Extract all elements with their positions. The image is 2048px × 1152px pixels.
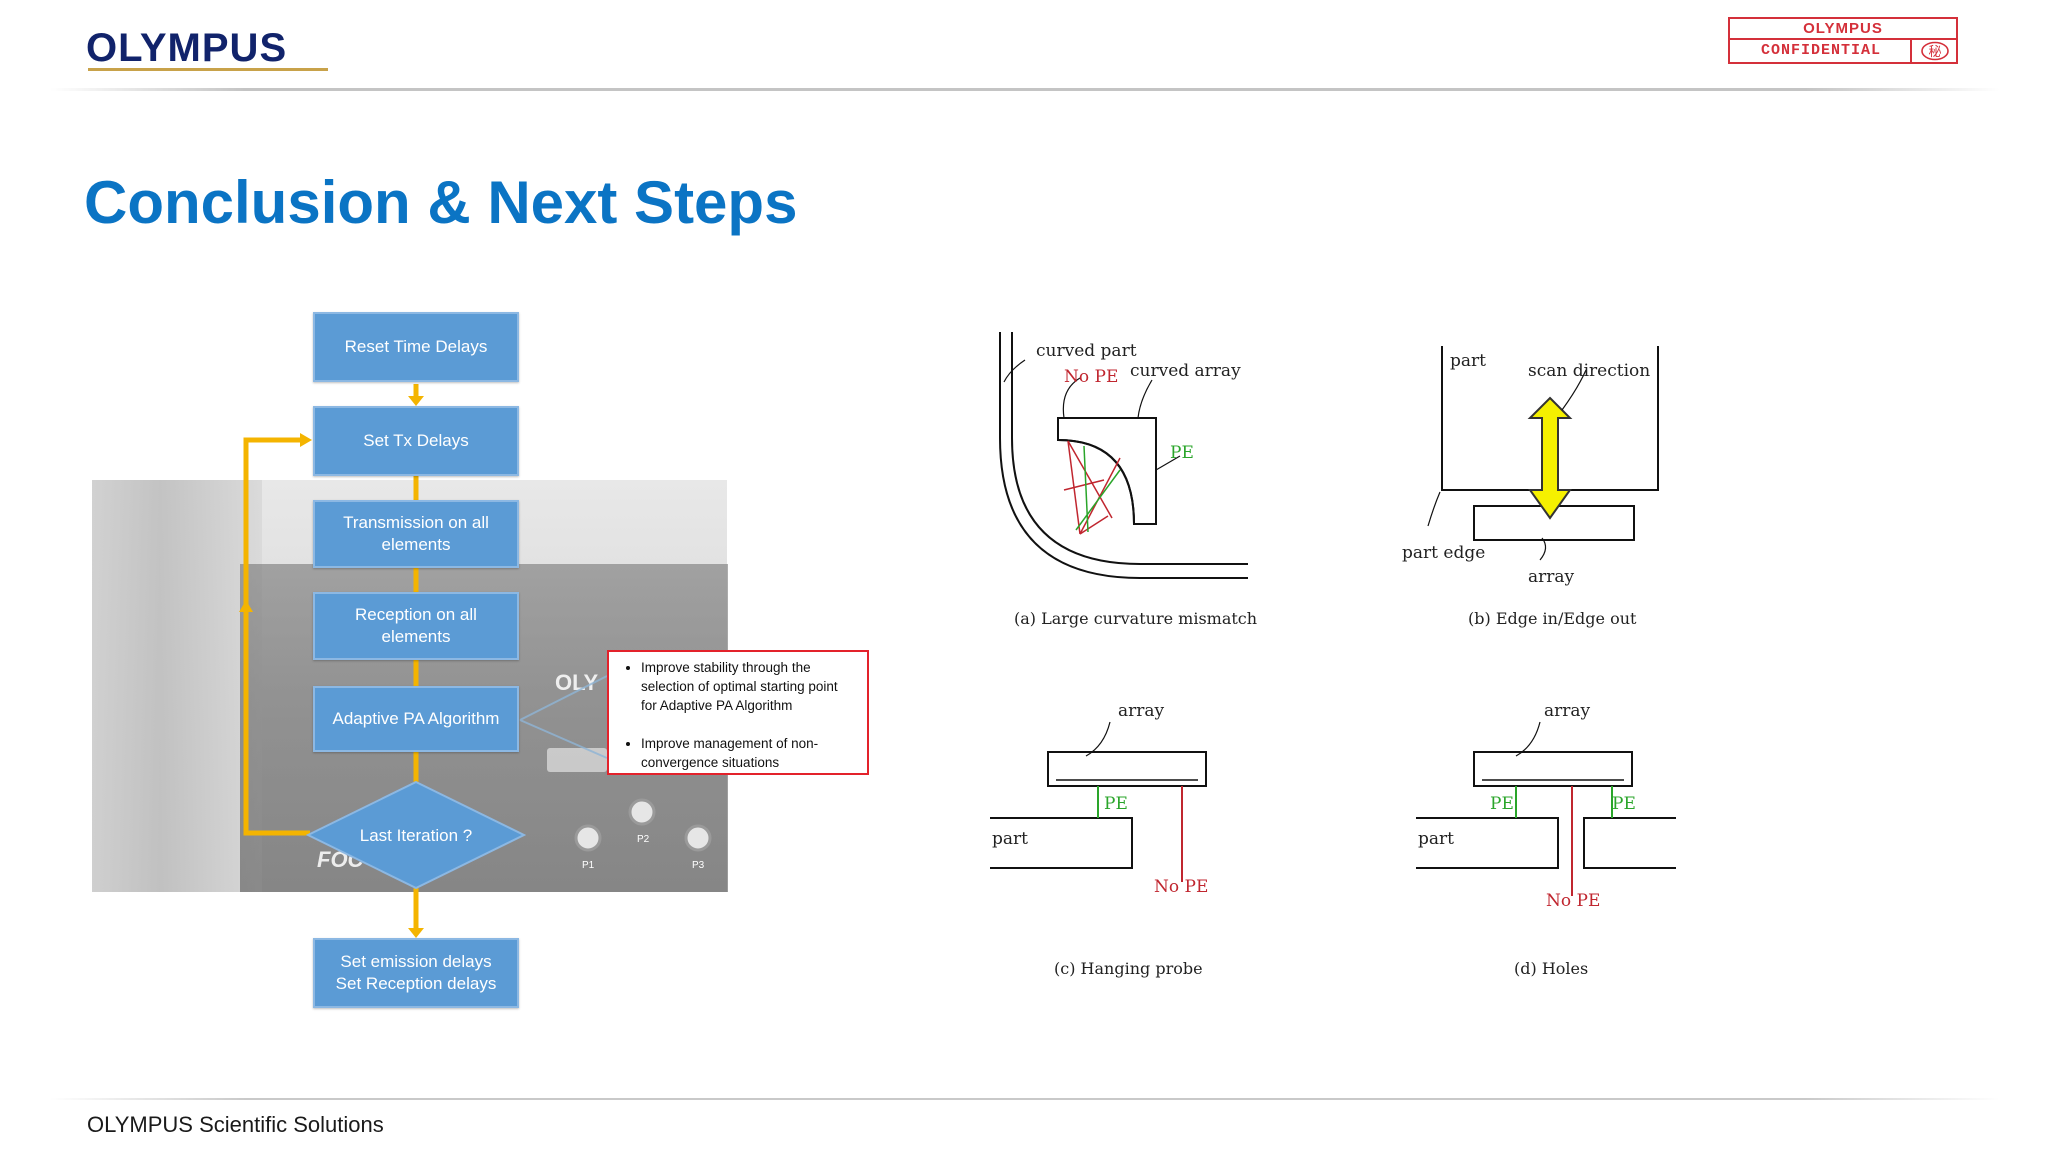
logo-underline [88,68,328,71]
footer-text: OLYMPUS Scientific Solutions [87,1112,384,1137]
secret-seal-icon: 秘 [1910,40,1958,62]
device-handle [92,480,262,892]
svg-text:part edge: part edge [1402,543,1485,563]
svg-text:P1: P1 [582,860,595,871]
svg-text:array: array [1118,701,1165,721]
header-divider [50,88,2000,91]
svg-text:array: array [1544,701,1591,721]
svg-text:PE: PE [1612,794,1636,814]
svg-text:No PE: No PE [1154,877,1208,897]
svg-text:PE: PE [1170,443,1194,463]
svg-text:PE: PE [1104,794,1128,814]
next-steps-note: Improve stability through the selection … [607,650,869,775]
svg-text:part: part [992,829,1028,849]
svg-text:秘: 秘 [1928,45,1941,60]
note-bullet-convergence: Improve management of non-convergence si… [641,734,857,772]
svg-text:scan direction: scan direction [1528,361,1650,381]
svg-text:(b) Edge in/Edge out: (b) Edge in/Edge out [1468,609,1637,628]
svg-text:(c) Hanging probe: (c) Hanging probe [1054,959,1203,978]
svg-text:curved array: curved array [1130,361,1241,381]
step-reset-time-delays: Reset Time Delays [313,312,519,382]
diagram-c-hanging: array PE part No PE (c) Hanging probe [990,701,1208,978]
svg-text:(d) Holes: (d) Holes [1514,959,1588,978]
step-set-delays: Set emission delays Set Reception delays [313,938,519,1008]
svg-text:array: array [1528,567,1575,587]
note-bullet-stability: Improve stability through the selection … [641,658,857,715]
svg-text:P3: P3 [692,860,705,871]
olympus-logo: OLYMPUS [86,26,288,70]
slide-title: Conclusion & Next Steps [84,169,798,236]
step-adaptive-pa-algorithm: Adaptive PA Algorithm [313,686,519,752]
confidential-stamp: OLYMPUS CONFIDENTIAL 秘 [1728,17,1958,64]
final-line-emission: Set emission delays [340,952,492,971]
svg-text:curved part: curved part [1036,341,1137,361]
svg-text:No PE: No PE [1546,891,1600,911]
diagram-a-curvature: curved part No PE curved array PE (a) La… [999,332,1257,628]
svg-text:No PE: No PE [1064,367,1118,387]
final-line-reception: Set Reception delays [335,974,497,993]
diagram-b-edge: part scan direction part edge array (b) … [1402,346,1659,628]
step-transmission: Transmission on all elements [313,500,519,568]
decision-last-iteration: Last Iteration ? [306,780,526,890]
diagram-d-holes: array PE PE part No PE (d) Holes [1416,701,1676,978]
step-set-tx-delays: Set Tx Delays [313,406,519,476]
svg-text:PE: PE [1490,794,1514,814]
confidential-brand: OLYMPUS [1730,19,1956,40]
confidential-label: CONFIDENTIAL [1760,42,1882,59]
step-reception: Reception on all elements [313,592,519,660]
svg-text:P2: P2 [637,834,650,845]
footer-divider [50,1098,2000,1100]
svg-text:part: part [1418,829,1454,849]
svg-text:(a) Large curvature mismatch: (a) Large curvature mismatch [1014,609,1257,628]
svg-text:part: part [1450,351,1486,371]
svg-text:Last Iteration ?: Last Iteration ? [360,826,472,845]
